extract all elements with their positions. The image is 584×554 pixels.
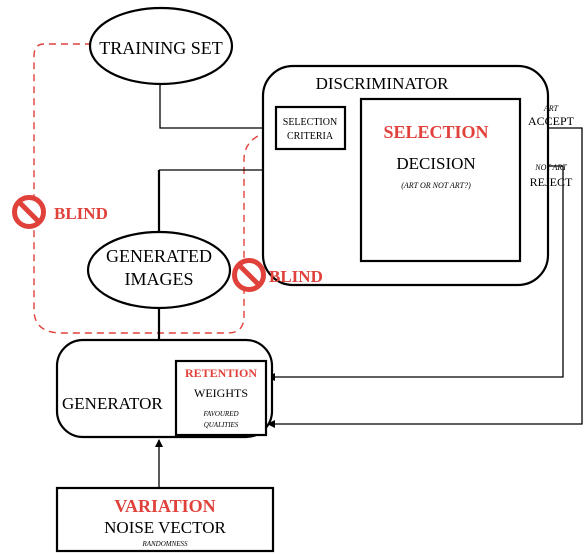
noise-vector-box [55, 486, 275, 553]
generated-line2: IMAGES [124, 269, 193, 289]
retention-heading: RETENTION [185, 366, 257, 380]
blind-dashed-path [33, 43, 275, 334]
favoured-line2: QUALITIES [204, 421, 239, 429]
selection-criteria-line1: SELECTION [283, 117, 337, 128]
reject-label: REJECT [530, 175, 573, 189]
variation-heading: VARIATION [114, 496, 215, 516]
art-note: ART [543, 104, 559, 113]
weights-label: WEIGHTS [194, 386, 248, 400]
training-set-label: TRAINING SET [99, 38, 223, 58]
training-set-node [88, 6, 234, 86]
no-entry-icon [12, 195, 46, 229]
selection-heading: SELECTION [383, 122, 488, 142]
selection-criteria-line2: CRITERIA [287, 131, 334, 142]
discriminator-title: DISCRIMINATOR [316, 74, 450, 93]
randomness-note: RANDOMNESS [141, 540, 188, 548]
blind-label-right: BLIND [269, 267, 323, 286]
accept-line [267, 127, 583, 428]
accept-label: ACCEPT [528, 114, 575, 128]
no-entry-icon [232, 258, 266, 292]
generator-label: GENERATOR [62, 394, 163, 413]
training-to-criteria-arrow [159, 84, 275, 132]
favoured-line1: FAVOURED [202, 410, 238, 418]
generated-line1: GENERATED [106, 246, 212, 266]
decision-box [359, 97, 522, 263]
noise-vector-label: NOISE VECTOR [104, 518, 226, 537]
not-art-note: NOT ART [534, 163, 567, 172]
selection-criteria-box [274, 105, 347, 151]
generated-images-node [86, 230, 232, 310]
blind-label-left: BLIND [54, 204, 108, 223]
decision-label: DECISION [396, 154, 475, 173]
decision-note: (ART OR NOT ART?) [401, 181, 471, 190]
retention-box [174, 359, 268, 437]
